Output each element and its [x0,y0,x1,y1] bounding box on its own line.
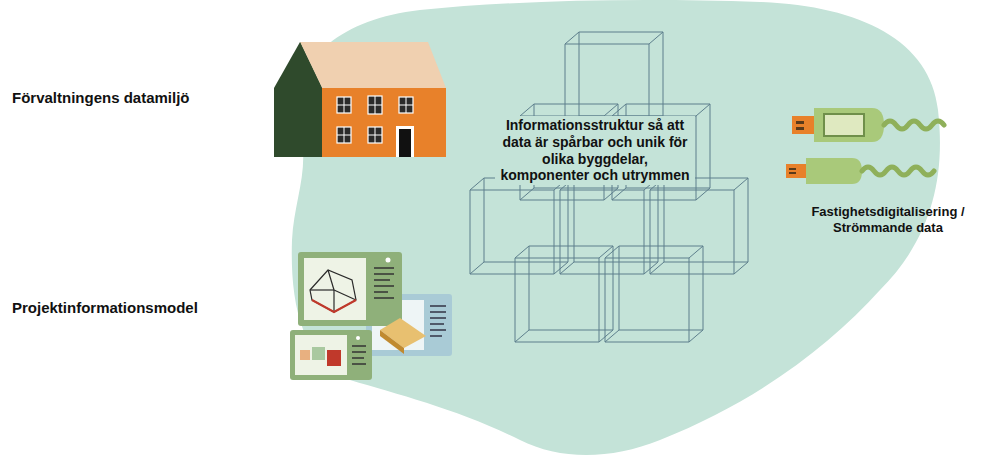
cube-outline [605,246,703,342]
cube-outline [565,32,663,128]
cube-outline [560,178,658,274]
cube-outline [515,246,613,342]
plug-icon [786,108,944,184]
center-note: Informationsstruktur så att data är spår… [495,116,695,185]
house-icon [274,42,446,157]
section-label: Fastighetsdigitalisering / Strömmande da… [790,204,986,235]
cube-outline [650,178,748,274]
section-label: Förvaltningens datamiljö [12,89,262,107]
cube-outline [470,178,568,274]
model-cards [290,252,452,380]
section-label: Projektinformationsmodel [12,299,262,317]
cube-stack [470,32,748,342]
